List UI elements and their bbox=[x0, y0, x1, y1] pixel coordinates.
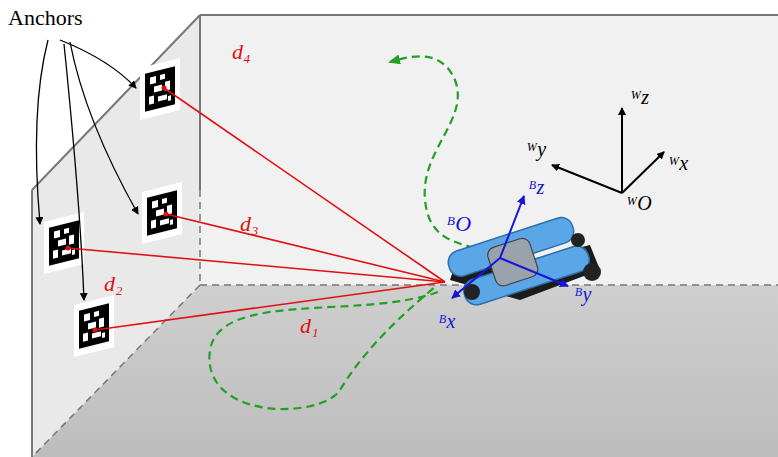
axis-label: ᴮy bbox=[574, 283, 591, 305]
axis-label: ᵂy bbox=[526, 138, 546, 160]
frame-label: ᵂO bbox=[626, 192, 652, 214]
axis-label: ᵂz bbox=[630, 86, 649, 108]
rov-illustration bbox=[445, 213, 601, 310]
frame-label: ᴮO bbox=[446, 212, 471, 236]
distance-label: d₃ bbox=[240, 212, 259, 236]
axis-label: ᵂx bbox=[668, 152, 688, 174]
axis-label: ᴮx bbox=[438, 310, 455, 332]
distance-label: d₄ bbox=[232, 40, 251, 64]
axis-label: ᴮz bbox=[528, 176, 544, 198]
callout-label: Anchors bbox=[8, 6, 83, 30]
distance-label: d₂ bbox=[104, 272, 123, 296]
distance-label: d₁ bbox=[300, 314, 319, 338]
